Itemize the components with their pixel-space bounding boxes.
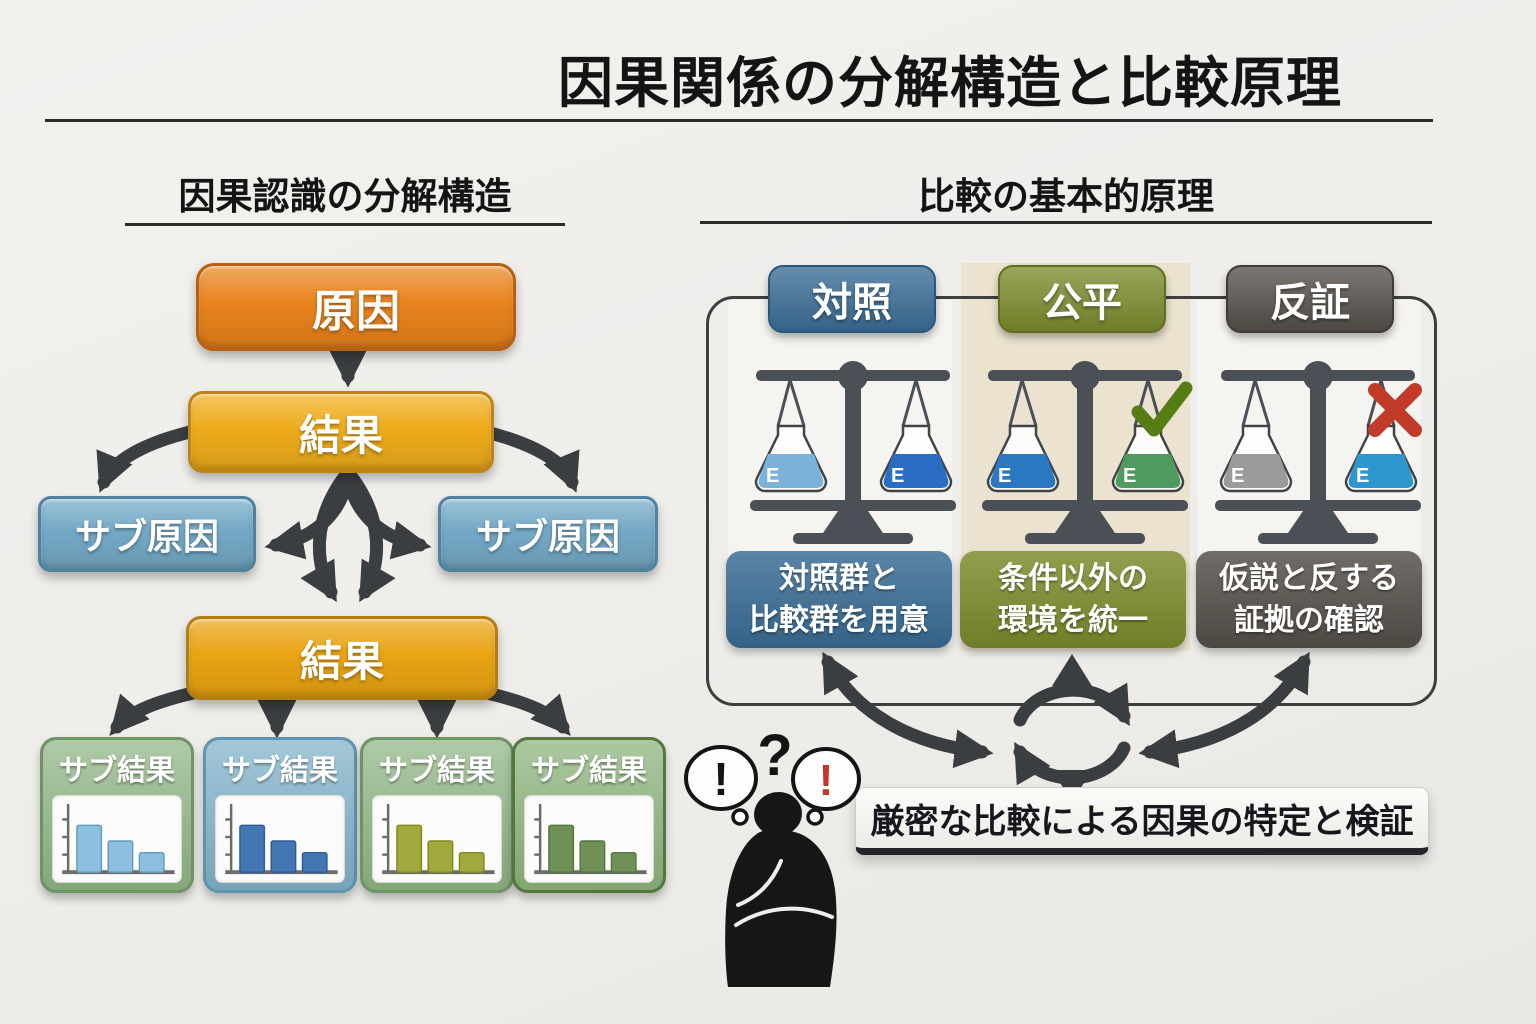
title-rule: [45, 119, 1433, 122]
sub-result-label: サブ結果: [58, 755, 175, 787]
thinking-person: ! ? !: [684, 725, 861, 987]
beaker-label: E: [1123, 465, 1136, 487]
beaker-left: E: [754, 424, 828, 493]
sub-result-box-3: サブ結果: [360, 737, 514, 893]
beaker-right: E: [1344, 424, 1418, 493]
left-section-heading: 因果認識の分解構造: [178, 176, 512, 217]
sub-result-label: サブ結果: [221, 755, 338, 787]
balance-scale-falsification: E E: [1215, 361, 1422, 544]
beaker-label: E: [891, 465, 904, 487]
mini-bar-chart: [52, 795, 182, 883]
beaker-label: E: [1356, 465, 1369, 487]
pill-falsification: 反証: [1226, 265, 1394, 333]
balance-scale-fairness: E E: [982, 361, 1193, 544]
right-heading-rule: [700, 221, 1432, 224]
mini-bar-chart: [524, 795, 654, 883]
cycle-top-arc: [1013, 682, 1131, 727]
beaker-left: E: [1219, 424, 1293, 493]
effect-top-box: 結果: [188, 391, 494, 473]
beaker-right: E: [1111, 424, 1185, 493]
effect-bottom-box: 結果: [186, 616, 498, 700]
arrow-cross-down-left: [300, 465, 355, 603]
desc-fairness: 条件以外の 環境を統一: [960, 551, 1186, 648]
sub-cause-right-box: サブ原因: [438, 496, 658, 572]
mini-bar-chart: [215, 795, 345, 883]
left-heading-rule: [125, 223, 565, 226]
cause-box: 原因: [196, 263, 516, 351]
beaker-left: E: [986, 424, 1060, 493]
speech-bubble-left: [684, 745, 758, 811]
question-mark: ?: [757, 725, 792, 788]
right-section-heading: 比較の基本的原理: [918, 176, 1214, 217]
balance-scale-control: E E: [750, 361, 956, 544]
sub-cause-left-box: サブ原因: [38, 496, 256, 572]
beaker-label: E: [766, 465, 779, 487]
page-title: 因果関係の分解構造と比較原理: [557, 52, 1342, 114]
beaker-label: E: [998, 465, 1011, 487]
beaker-label: E: [1231, 465, 1244, 487]
exclamation-right: !: [819, 756, 834, 805]
cross-icon: [1368, 383, 1422, 437]
person-arm-lines: [734, 859, 834, 927]
desc-control: 対照群と 比較群を用意: [726, 551, 952, 648]
arrow-falsification-cycle: [1138, 651, 1311, 769]
speech-bubble-left-tail: [731, 808, 749, 826]
arrow-cross-down-right: [341, 465, 396, 603]
feedback-arrows: [821, 651, 1311, 802]
beaker-right: E: [879, 424, 953, 493]
exclamation-left: !: [713, 753, 728, 805]
sub-result-label: サブ結果: [378, 755, 495, 787]
sub-result-box-4: サブ結果: [512, 737, 666, 893]
sub-result-box-1: サブ結果: [40, 737, 194, 893]
arrow-control-cycle: [821, 651, 994, 769]
speech-bubble-right-tail: [806, 808, 824, 826]
sub-result-box-2: サブ結果: [203, 737, 357, 893]
desc-falsification: 仮説と反する 証拠の確認: [1196, 551, 1422, 648]
sub-result-label: サブ結果: [530, 755, 647, 787]
check-icon: [1131, 381, 1193, 437]
cycle-icon: [1052, 654, 1092, 802]
mini-bar-chart: [372, 795, 502, 883]
pill-control: 対照: [768, 265, 936, 333]
pill-fairness: 公平: [998, 265, 1166, 333]
conclusion-banner: 厳密な比較による因果の特定と検証: [855, 787, 1429, 855]
